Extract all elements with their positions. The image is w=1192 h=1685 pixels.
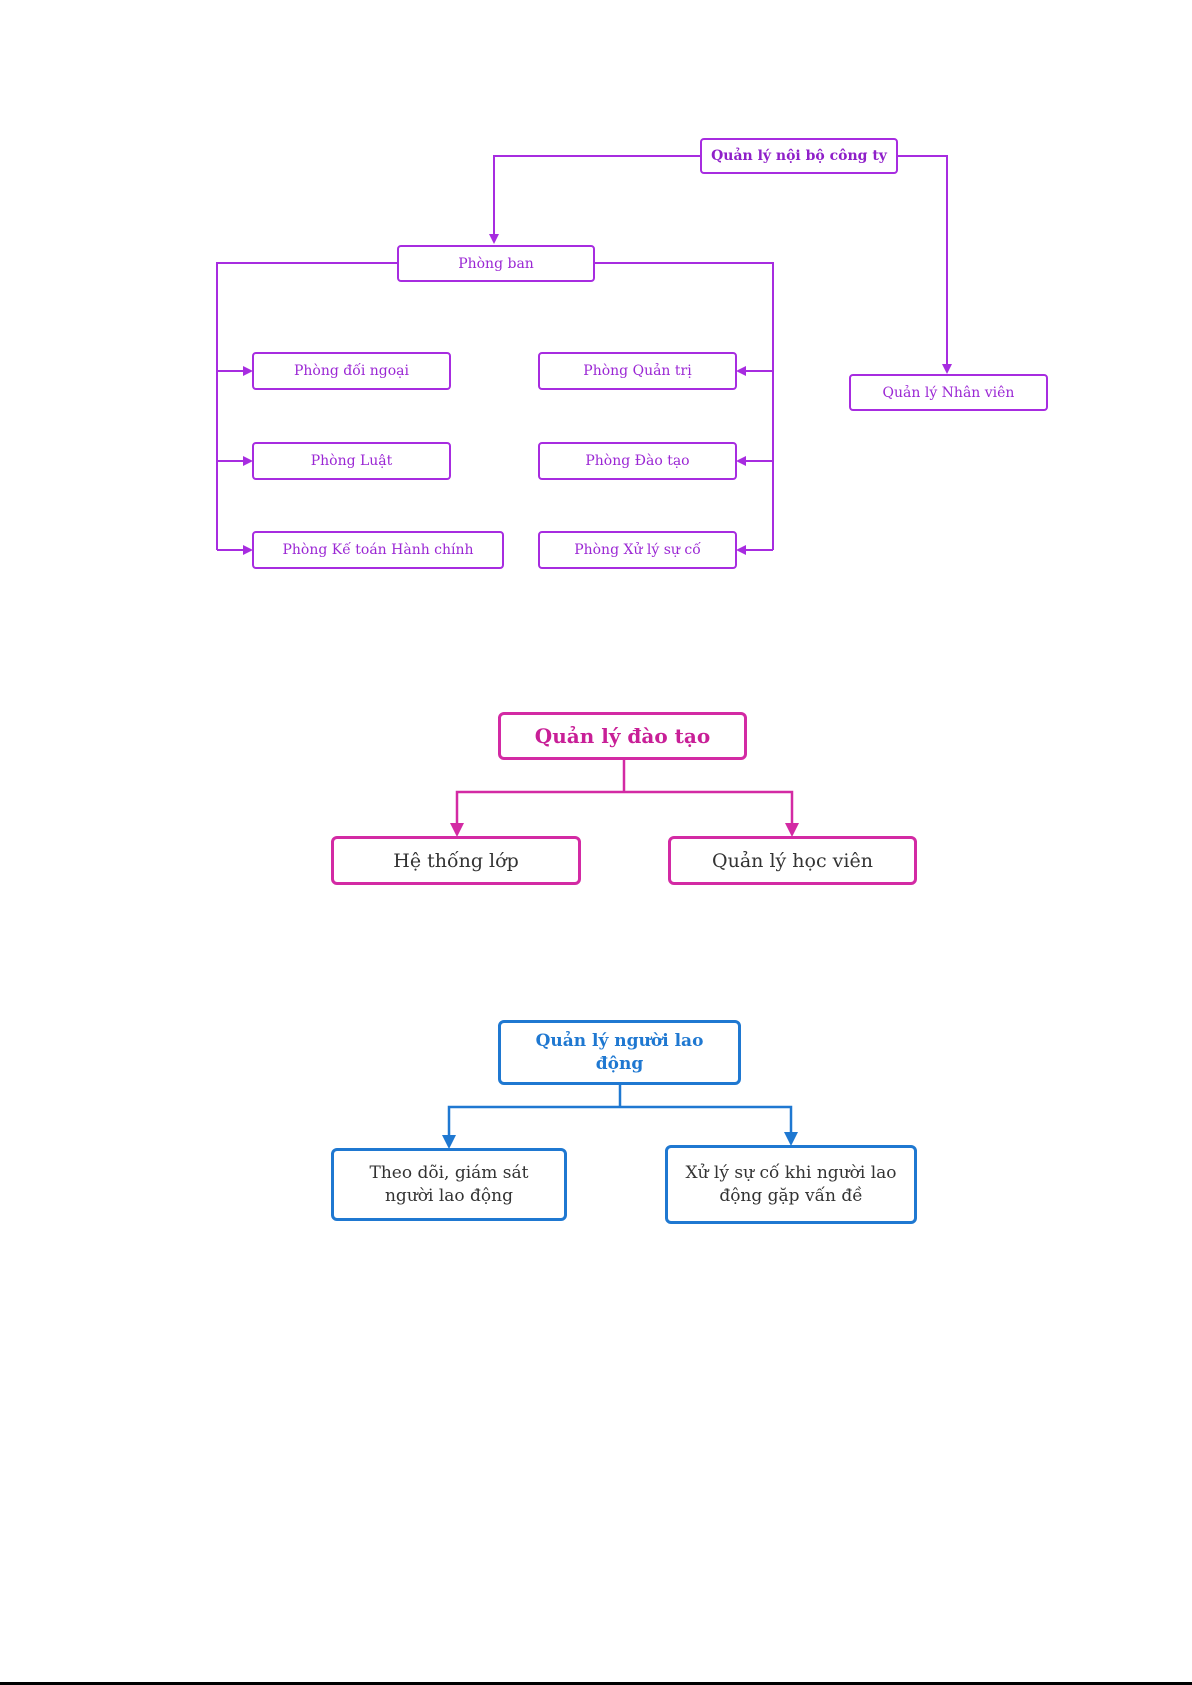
node-label: Phòng Quản trị xyxy=(583,363,691,379)
node-label: Quản lý đào tạo xyxy=(535,724,710,748)
node-labor-management: Quản lý người lao động xyxy=(498,1020,741,1085)
node-foreign-affairs: Phòng đối ngoại xyxy=(252,352,451,390)
node-label: Quản lý Nhân viên xyxy=(883,385,1015,401)
node-training-management: Quản lý đào tạo xyxy=(498,712,747,760)
node-label: Phòng ban xyxy=(458,256,534,272)
node-labor-incident-handling: Xử lý sự cố khi người lao động gặp vấn đ… xyxy=(665,1145,917,1224)
connector-to-xu-ly-su-co xyxy=(620,1107,791,1143)
connector-root-to-staff xyxy=(896,156,947,372)
node-training-dept: Phòng Đào tạo xyxy=(538,442,737,480)
node-label: Hệ thống lớp xyxy=(393,850,518,872)
connector-left-trunk xyxy=(217,263,397,550)
node-student-management: Quản lý học viên xyxy=(668,836,917,885)
node-staff-management: Quản lý Nhân viên xyxy=(849,374,1048,411)
node-label: Quản lý nội bộ công ty xyxy=(711,148,887,164)
node-label: Phòng Xử lý sự cố xyxy=(574,542,701,558)
node-labor-monitoring: Theo dõi, giám sát người lao động xyxy=(331,1148,567,1221)
node-label: Quản lý người lao động xyxy=(511,1030,728,1074)
node-label: Xử lý sự cố khi người lao động gặp vấn đ… xyxy=(678,1162,904,1206)
connector-right-trunk xyxy=(593,263,773,550)
connector-to-theo-doi xyxy=(449,1107,620,1146)
node-administration: Phòng Quản trị xyxy=(538,352,737,390)
node-label: Phòng Luật xyxy=(311,453,393,469)
node-accounting-admin: Phòng Kế toán Hành chính xyxy=(252,531,504,569)
node-incident-handling: Phòng Xử lý sự cố xyxy=(538,531,737,569)
node-label: Phòng Đào tạo xyxy=(585,453,689,469)
node-company-internal-management: Quản lý nội bộ công ty xyxy=(700,138,898,174)
node-class-system: Hệ thống lớp xyxy=(331,836,581,885)
node-label: Theo dõi, giám sát người lao động xyxy=(344,1162,554,1206)
node-legal: Phòng Luật xyxy=(252,442,451,480)
connector-to-he-thong-lop xyxy=(457,792,624,834)
node-departments: Phòng ban xyxy=(397,245,595,282)
node-label: Phòng đối ngoại xyxy=(294,363,409,379)
connector-to-hoc-vien xyxy=(624,792,792,834)
connector-root-to-departments xyxy=(494,156,700,242)
node-label: Quản lý học viên xyxy=(712,850,873,872)
node-label: Phòng Kế toán Hành chính xyxy=(282,542,473,558)
